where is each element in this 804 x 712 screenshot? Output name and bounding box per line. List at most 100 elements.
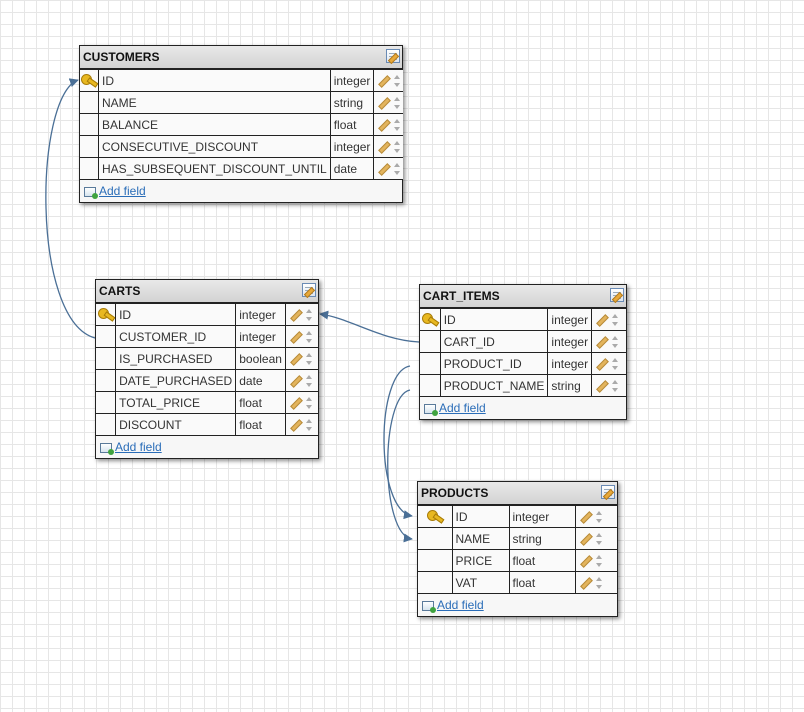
edit-table-icon[interactable] <box>386 49 400 63</box>
field-type[interactable]: integer <box>235 303 286 326</box>
edit-pencil-icon[interactable] <box>290 308 303 322</box>
field-type[interactable]: date <box>329 157 375 180</box>
add-field-icon[interactable] <box>422 600 436 613</box>
field-type[interactable]: integer <box>329 69 375 92</box>
edit-pencil-icon[interactable] <box>596 335 610 349</box>
field-type[interactable]: integer <box>547 352 593 375</box>
field-name[interactable]: BALANCE <box>98 113 331 136</box>
edit-pencil-icon[interactable] <box>378 96 392 110</box>
field-name[interactable]: ID <box>115 303 237 326</box>
edit-pencil-icon[interactable] <box>290 396 303 410</box>
edit-table-icon[interactable] <box>302 283 316 297</box>
reorder-arrows-icon[interactable] <box>595 511 603 524</box>
field-type[interactable]: integer <box>508 505 576 528</box>
table-products-header[interactable]: PRODUCTS <box>418 482 617 505</box>
field-name[interactable]: DATE_PURCHASED <box>115 369 237 392</box>
edit-pencil-icon[interactable] <box>596 313 610 327</box>
field-type[interactable]: float <box>235 391 286 414</box>
field-type[interactable]: float <box>329 113 375 136</box>
field-name[interactable]: PRODUCT_NAME <box>439 374 549 397</box>
reorder-arrows-icon[interactable] <box>612 358 619 371</box>
table-customers-header[interactable]: CUSTOMERS <box>80 46 402 69</box>
reorder-arrows-icon[interactable] <box>595 533 603 546</box>
field-type[interactable]: float <box>508 549 576 572</box>
field-name[interactable]: CART_ID <box>439 330 549 353</box>
edit-table-icon[interactable] <box>601 485 615 499</box>
add-field-icon[interactable] <box>424 403 438 416</box>
edit-table-icon[interactable] <box>610 288 624 302</box>
field-type[interactable]: integer <box>547 330 593 353</box>
field-name[interactable]: ID <box>98 69 331 92</box>
edit-pencil-icon[interactable] <box>290 374 303 388</box>
field-name[interactable]: DISCOUNT <box>115 413 237 436</box>
edit-pencil-icon[interactable] <box>378 162 392 176</box>
table-carts-header[interactable]: CARTS <box>96 280 318 303</box>
add-field-link[interactable]: Add field <box>437 598 484 612</box>
field-name[interactable]: NAME <box>451 527 510 550</box>
reorder-arrows-icon[interactable] <box>595 555 603 568</box>
edit-pencil-icon[interactable] <box>378 118 392 132</box>
edit-pencil-icon[interactable] <box>290 330 303 344</box>
field-name[interactable]: VAT <box>451 571 510 594</box>
reorder-arrows-icon[interactable] <box>612 336 619 349</box>
add-field-icon[interactable] <box>100 442 114 455</box>
field-type[interactable]: float <box>508 571 576 594</box>
add-field-link[interactable]: Add field <box>99 184 146 198</box>
field-type[interactable]: string <box>329 91 375 114</box>
reorder-arrows-icon[interactable] <box>612 380 619 393</box>
edit-pencil-icon[interactable] <box>596 379 610 393</box>
table-cart-items-header[interactable]: CART_ITEMS <box>420 285 626 308</box>
reorder-arrows-icon[interactable] <box>394 163 401 176</box>
reorder-arrows-icon[interactable] <box>394 75 401 88</box>
field-name[interactable]: TOTAL_PRICE <box>115 391 237 414</box>
edit-pencil-icon[interactable] <box>579 532 593 546</box>
reorder-arrows-icon[interactable] <box>394 97 401 110</box>
field-name[interactable]: ID <box>439 308 549 331</box>
edit-pencil-icon[interactable] <box>378 140 392 154</box>
edit-pencil-icon[interactable] <box>579 510 593 524</box>
field-name[interactable]: CONSECUTIVE_DISCOUNT <box>98 135 331 158</box>
reorder-arrows-icon[interactable] <box>394 141 401 154</box>
field-type[interactable]: string <box>508 527 576 550</box>
reorder-arrows-icon[interactable] <box>612 314 619 327</box>
field-name[interactable]: ID <box>451 505 510 528</box>
field-name[interactable]: CUSTOMER_ID <box>115 325 237 348</box>
reorder-arrows-icon[interactable] <box>305 397 313 410</box>
field-name[interactable]: PRICE <box>451 549 510 572</box>
reorder-arrows-icon[interactable] <box>305 375 313 388</box>
field-name[interactable]: PRODUCT_ID <box>439 352 549 375</box>
add-field-link[interactable]: Add field <box>439 401 486 415</box>
edit-pencil-icon[interactable] <box>579 554 593 568</box>
field-type[interactable]: integer <box>547 308 593 331</box>
field-type[interactable]: boolean <box>235 347 286 370</box>
field-type[interactable]: float <box>235 413 286 436</box>
edit-pencil-icon[interactable] <box>378 74 392 88</box>
field-name[interactable]: HAS_SUBSEQUENT_DISCOUNT_UNTIL <box>98 157 331 180</box>
add-field-icon[interactable] <box>84 186 98 199</box>
reorder-arrows-icon[interactable] <box>305 309 313 322</box>
reorder-arrows-icon[interactable] <box>394 119 401 132</box>
edit-pencil-icon[interactable] <box>290 418 303 432</box>
reorder-arrows-icon[interactable] <box>595 577 603 590</box>
add-field-link[interactable]: Add field <box>115 440 162 454</box>
